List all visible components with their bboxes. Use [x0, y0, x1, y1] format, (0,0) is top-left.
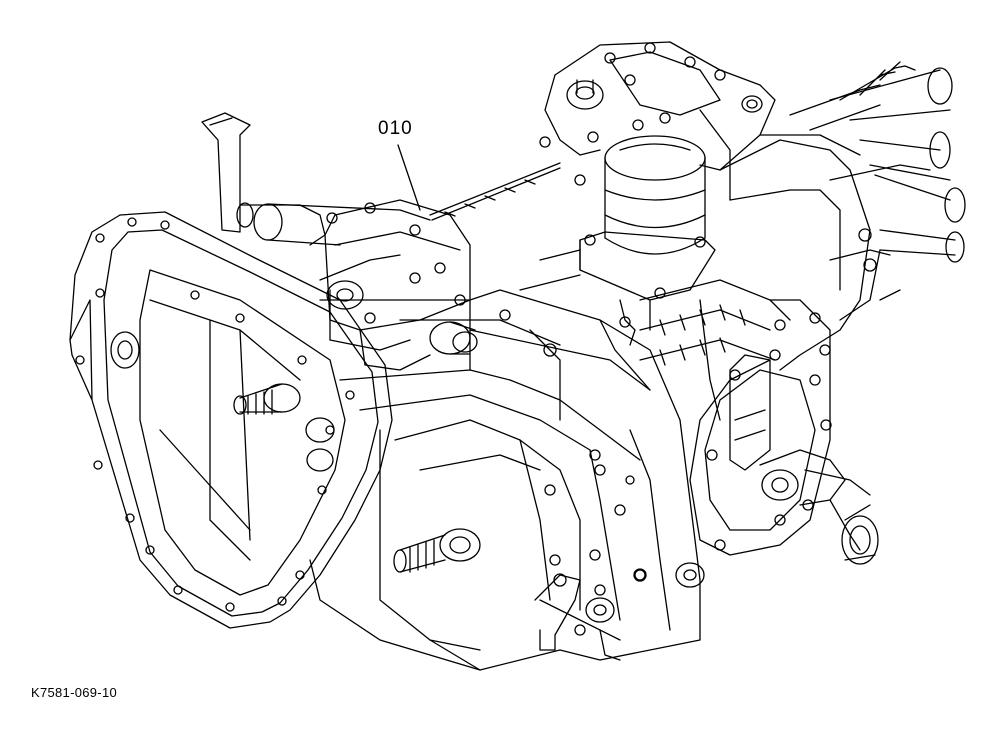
lower-output-shaft — [394, 529, 480, 572]
part-callout-label: 010 — [378, 118, 413, 139]
linkage-rod — [430, 163, 560, 220]
plug-bosses — [306, 418, 334, 471]
top-valve-block — [540, 42, 775, 200]
shift-cover — [202, 113, 477, 370]
input-shaft — [234, 384, 300, 414]
oil-filter — [605, 136, 705, 254]
bottom-levers — [535, 563, 704, 660]
bell-housing — [70, 212, 392, 628]
drawing-number: K7581-069-10 — [31, 685, 117, 700]
callout-leader-line — [398, 145, 420, 210]
rear-housing — [690, 135, 880, 555]
filter-base — [520, 232, 715, 345]
output-yoke — [760, 450, 878, 564]
ribbed-case-section — [640, 280, 790, 420]
rear-pto-cylinders — [790, 62, 965, 300]
gear-case — [310, 290, 700, 670]
